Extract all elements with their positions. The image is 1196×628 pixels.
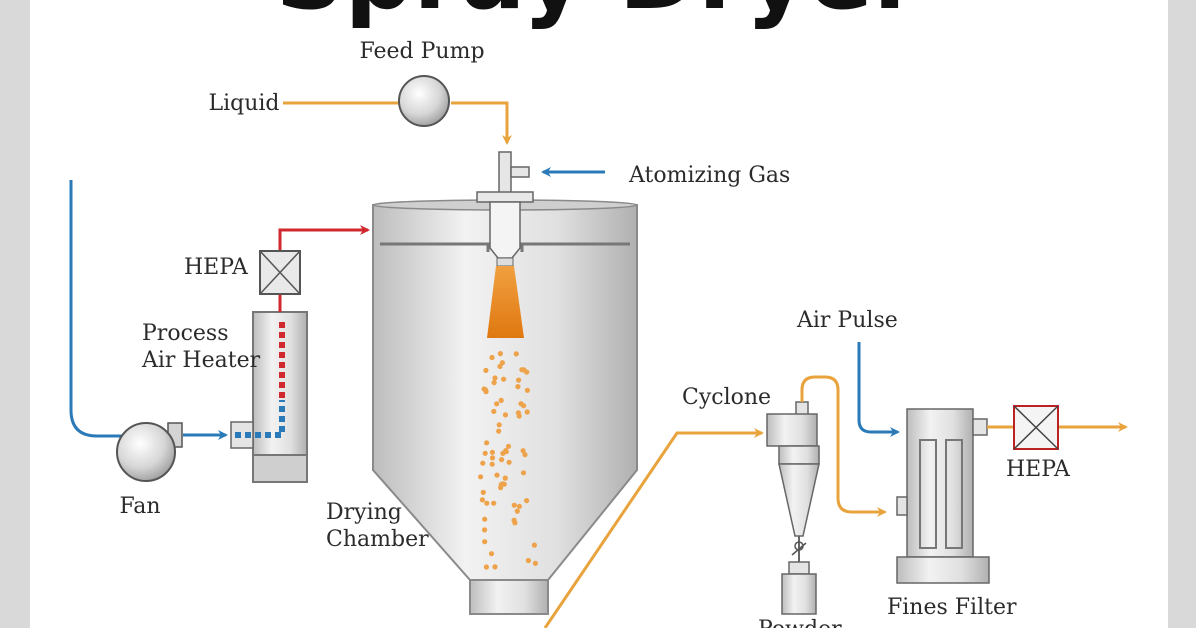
droplet: [522, 452, 528, 458]
droplet: [478, 474, 484, 480]
process-air-heater-label-line2: Air Heater: [141, 348, 261, 373]
fines-filter: [896, 408, 990, 584]
droplet: [496, 422, 502, 428]
drying-chamber-label-line1: Drying: [326, 500, 402, 525]
droplet: [516, 377, 522, 383]
droplet: [502, 412, 509, 418]
droplet: [515, 384, 521, 390]
droplet: [515, 410, 522, 416]
droplet: [489, 354, 495, 361]
droplet: [492, 564, 498, 570]
droplet: [483, 564, 489, 570]
cyclone: [766, 401, 820, 537]
droplet: [480, 460, 486, 466]
droplet: [497, 351, 503, 357]
chamber-to-cyclone-line: [543, 428, 764, 628]
droplets: [478, 351, 539, 570]
spray-cone: [487, 266, 524, 338]
atomizing-gas-label: Atomizing Gas: [628, 163, 790, 188]
feed-pump-label: Feed Pump: [359, 39, 484, 64]
droplet: [479, 497, 485, 503]
droplet: [489, 455, 496, 461]
droplet: [502, 475, 508, 481]
droplet: [492, 375, 498, 381]
cyclone-to-filter-line: [800, 375, 887, 517]
inlet-air-duct: [69, 180, 125, 438]
cyclone-label: Cyclone: [682, 385, 771, 410]
droplet: [511, 502, 517, 508]
droplet: [516, 503, 523, 509]
hepa-inlet-icon: [259, 250, 301, 295]
droplet: [481, 386, 487, 392]
droplet: [506, 459, 512, 465]
droplet: [489, 461, 495, 467]
powder-collector: [781, 536, 817, 615]
droplet: [524, 387, 531, 393]
droplet: [501, 481, 507, 487]
droplet: [482, 527, 488, 533]
liquid-feed-line: [283, 101, 512, 145]
hepa-outlet-icon: [1013, 405, 1059, 450]
fan-icon: [116, 422, 183, 482]
droplet: [525, 557, 532, 564]
air-pulse-label: Air Pulse: [796, 308, 898, 333]
process-air-heater-label-line1: Process: [142, 321, 229, 346]
droplet: [489, 449, 495, 455]
droplet: [513, 351, 519, 357]
droplet: [524, 498, 530, 504]
droplet: [484, 440, 490, 446]
droplet: [501, 376, 507, 382]
hepa-outlet-label: HEPA: [1006, 457, 1071, 482]
fan-label: Fan: [119, 494, 160, 519]
fines-filter-label: Fines Filter: [887, 595, 1017, 620]
droplet: [514, 508, 520, 514]
droplet: [482, 450, 488, 456]
droplet: [484, 500, 490, 506]
droplet: [498, 485, 504, 491]
droplet: [511, 517, 517, 523]
droplet: [491, 500, 497, 506]
drying-chamber-label-line2: Chamber: [326, 527, 429, 552]
droplet: [499, 457, 505, 463]
droplet: [518, 401, 524, 407]
droplet: [488, 551, 495, 557]
hepa-inlet-label: HEPA: [184, 255, 249, 280]
process-air-heater: [230, 311, 308, 483]
powder-label: Powder: [758, 617, 842, 628]
droplet: [499, 360, 505, 366]
droplet: [520, 448, 526, 454]
droplet: [524, 409, 530, 415]
droplet: [520, 470, 527, 476]
droplet: [482, 539, 488, 545]
liquid-label: Liquid: [208, 91, 279, 116]
droplet: [483, 367, 489, 373]
droplet: [497, 363, 503, 369]
droplet: [482, 516, 488, 522]
droplet: [531, 542, 538, 548]
droplet: [500, 450, 506, 456]
feed-pump-icon: [398, 75, 450, 127]
droplet: [491, 380, 497, 386]
page-title: Spray Dryer: [275, 0, 921, 31]
droplet: [491, 408, 497, 414]
droplet: [505, 443, 512, 449]
droplet: [496, 428, 502, 434]
droplet: [532, 560, 539, 566]
droplet: [494, 401, 500, 407]
droplet: [494, 472, 500, 478]
droplet: [524, 369, 530, 375]
droplet: [480, 489, 486, 495]
atomizer-nozzle: [476, 151, 534, 267]
droplet: [498, 397, 504, 403]
air-pulse-arrow: [857, 342, 900, 437]
